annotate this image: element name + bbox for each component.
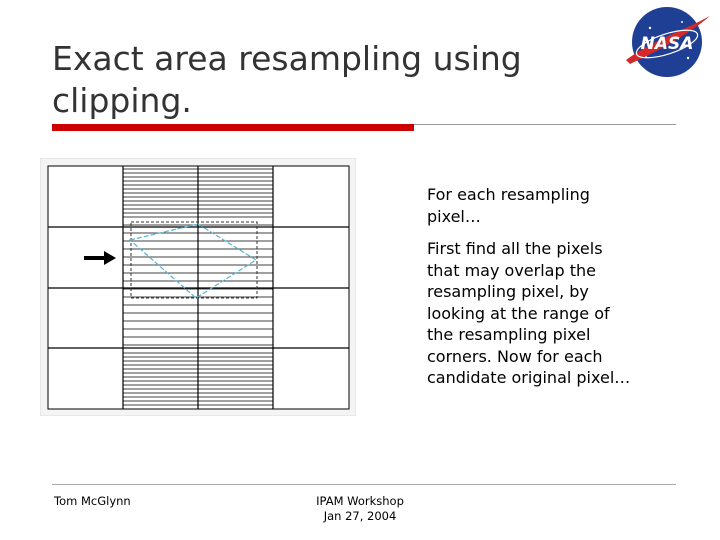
nasa-logo: NASA	[626, 7, 710, 77]
candidate-range-box	[130, 221, 258, 299]
footer-author: Tom McGlynn	[54, 494, 131, 508]
resampling-figure	[40, 158, 356, 416]
title-accent-rule	[52, 124, 414, 131]
slide-title: Exact area resampling using clipping.	[52, 39, 522, 120]
arrow-right-icon	[84, 251, 116, 265]
title-divider-rule	[414, 124, 676, 125]
logo-text: NASA	[641, 34, 694, 54]
paragraph-1: For each resampling pixel…	[427, 185, 590, 226]
footer-event: IPAM Workshop Jan 27, 2004	[316, 494, 404, 523]
logo-swoosh	[626, 16, 710, 64]
grid-lines	[48, 166, 349, 409]
paragraph-2: First find all the pixels that may overl…	[427, 239, 631, 387]
resampling-pixel-diamond	[128, 223, 258, 299]
footer-rule	[52, 484, 676, 485]
